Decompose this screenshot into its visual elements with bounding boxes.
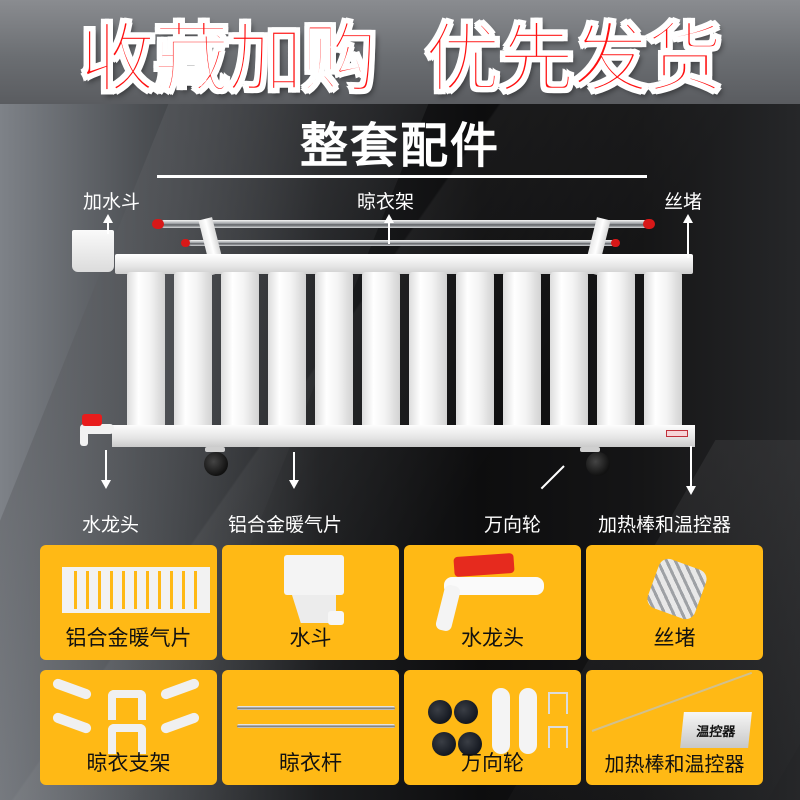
callout-radiator-fin: 铝合金暖气片	[228, 514, 343, 536]
thermostat-box-label: 温控器	[695, 725, 737, 740]
caster-wheel	[204, 452, 228, 476]
arrow-line	[293, 452, 295, 480]
radiator-fin	[268, 272, 306, 427]
part-label: 加热棒和温控器	[604, 752, 745, 776]
radiator-fin	[221, 272, 259, 427]
part-card-heater[interactable]: 温控器 加热棒和温控器	[586, 670, 763, 785]
radiator-top-manifold	[115, 254, 693, 274]
threaded-plug-icon	[586, 545, 763, 625]
radiator-fin	[409, 272, 447, 427]
arrow-line	[687, 222, 689, 258]
water-tap-handle	[82, 414, 102, 426]
callout-plug: 丝堵	[664, 191, 703, 213]
water-tap-spout	[80, 428, 88, 446]
radiator-fin	[550, 272, 588, 427]
promo-banner: 收藏加购 优先发货	[0, 0, 800, 104]
caster-wheel-icon	[404, 670, 581, 756]
arrow-up-icon	[683, 214, 693, 223]
water-tap-icon	[404, 545, 581, 633]
callout-heater: 加热棒和温控器	[598, 514, 732, 536]
part-card-plug[interactable]: 丝堵	[586, 545, 763, 660]
part-label: 水斗	[289, 626, 332, 650]
arrow-line	[107, 222, 109, 234]
callout-drying-rack: 晾衣架	[357, 191, 415, 213]
product-label-sticker	[666, 430, 688, 437]
arrow-line	[388, 222, 390, 244]
arrow-up-icon	[103, 214, 113, 223]
caster-mount	[205, 447, 225, 452]
heater-thermostat-icon: 温控器	[586, 670, 763, 750]
radiator-fin	[597, 272, 635, 427]
arrow-line	[540, 465, 565, 490]
rod-end-cap	[643, 219, 655, 229]
drying-bracket-icon	[40, 670, 217, 754]
title-divider	[157, 175, 647, 178]
rod-end-cap	[611, 239, 620, 247]
radiator-fin	[503, 272, 541, 427]
rod-end-cap	[152, 219, 164, 229]
drying-rod-top	[160, 220, 648, 228]
part-card-radiator[interactable]: 铝合金暖气片	[40, 545, 217, 660]
page-title: 整套配件	[299, 118, 500, 174]
radiator-fin	[174, 272, 212, 427]
arrow-up-icon	[384, 214, 394, 223]
part-label: 铝合金暖气片	[65, 626, 192, 650]
arrow-down-icon	[686, 486, 696, 495]
part-label: 晾衣支架	[86, 751, 171, 775]
radiator-fin	[362, 272, 400, 427]
part-card-tap[interactable]: 水龙头	[404, 545, 581, 660]
radiator-fin	[127, 272, 165, 427]
parts-grid: 铝合金暖气片 水斗 水龙头 丝堵	[40, 545, 780, 785]
part-label: 丝堵	[653, 626, 696, 650]
arrow-down-icon	[289, 480, 299, 489]
water-funnel-icon	[222, 545, 399, 625]
water-tap-body	[80, 424, 114, 434]
rod-end-cap	[181, 239, 190, 247]
radiator-fin	[644, 272, 682, 427]
part-label: 万向轮	[461, 751, 524, 775]
radiator-panel-icon	[40, 545, 217, 625]
part-label: 水龙头	[461, 626, 524, 650]
callout-tap: 水龙头	[82, 514, 140, 536]
part-card-drying-rod[interactable]: 晾衣杆	[222, 670, 399, 785]
drying-rod-icon	[222, 670, 399, 750]
callout-funnel: 加水斗	[83, 191, 141, 213]
arrow-down-icon	[101, 480, 111, 489]
drying-rod-bottom	[188, 240, 616, 246]
radiator-bottom-manifold	[112, 425, 695, 447]
part-card-drying-bracket[interactable]: 晾衣支架	[40, 670, 217, 785]
callout-caster: 万向轮	[484, 514, 542, 536]
part-label: 晾衣杆	[279, 751, 342, 775]
part-card-funnel[interactable]: 水斗	[222, 545, 399, 660]
radiator-fin	[315, 272, 353, 427]
arrow-line	[105, 450, 107, 480]
promo-banner-text: 收藏加购 优先发货	[79, 13, 724, 104]
water-funnel	[72, 230, 114, 272]
radiator-fin	[456, 272, 494, 427]
caster-mount	[580, 447, 600, 452]
caster-wheel	[586, 452, 610, 476]
arrow-line	[690, 446, 692, 486]
part-card-caster[interactable]: 万向轮	[404, 670, 581, 785]
